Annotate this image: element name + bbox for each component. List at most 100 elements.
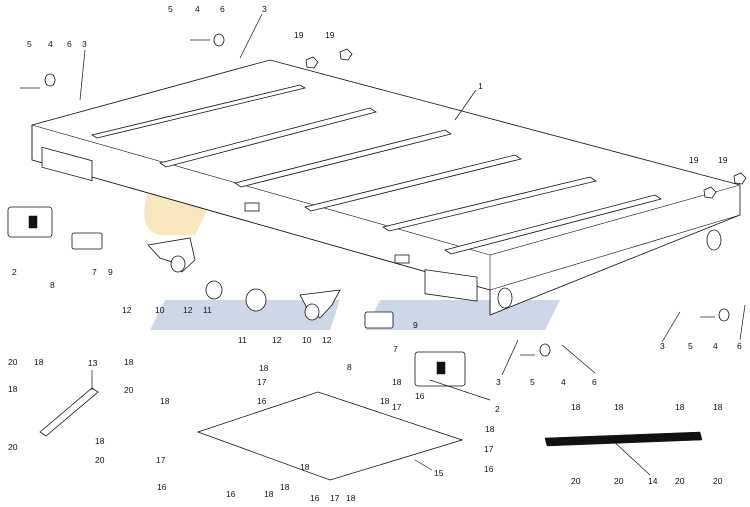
callout-6-top: 6: [220, 4, 225, 14]
forklift-pocket-right: [424, 269, 478, 302]
callout-5-left: 5: [27, 39, 32, 49]
callout-9-left: 9: [108, 267, 113, 277]
callout-17-b: 17: [156, 455, 166, 465]
callout-17-e: 17: [330, 493, 340, 503]
callout-20-b: 20: [124, 385, 134, 395]
bracket-right-hole: [304, 303, 320, 321]
callout-18-d: 18: [95, 436, 105, 446]
callout-19-c: 19: [689, 155, 699, 165]
callout-19-d: 19: [718, 155, 728, 165]
callout-19-a: 19: [294, 30, 304, 40]
corner-lug-right: [706, 229, 722, 251]
callout-18-m: 18: [675, 402, 685, 412]
pad-left: [71, 232, 103, 250]
callout-20-h: 20: [713, 476, 723, 486]
callout-7-left: 7: [92, 267, 97, 277]
callout-16-d: 16: [226, 489, 236, 499]
callout-18-g: 18: [160, 396, 170, 406]
callout-7-right: 7: [393, 344, 398, 354]
pad-right: [364, 311, 394, 329]
cover-plate: [196, 391, 464, 481]
callout-10-left: 10: [155, 305, 165, 315]
callout-20-e: 20: [571, 476, 581, 486]
callout-16-c: 16: [157, 482, 167, 492]
callout-3-left: 3: [82, 39, 87, 49]
callout-3-top: 3: [262, 4, 267, 14]
callout-1: 1: [478, 81, 483, 91]
callout-2-left: 2: [12, 267, 17, 277]
callout-11-right: 11: [238, 335, 247, 345]
callout-18-b: 18: [124, 357, 134, 367]
callout-18-j: 18: [346, 493, 356, 503]
deck-rails: [90, 84, 662, 255]
callout-18-p: 18: [280, 482, 290, 492]
callout-16-a: 16: [257, 396, 267, 406]
callout-18-l: 18: [614, 402, 624, 412]
callout-labels: 1 2 2 3 3 3 3 4 4 4 4 5 5 5 5 6 6 6 6 7 …: [8, 4, 742, 503]
platform-frame: [31, 59, 741, 316]
callout-12-a: 12: [122, 305, 132, 315]
callout-16-b: 16: [415, 391, 425, 401]
callout-20-d: 20: [95, 455, 105, 465]
callout-12-c: 12: [272, 335, 282, 345]
callout-18-o: 18: [380, 396, 390, 406]
callout-17-c: 17: [392, 402, 402, 412]
side-bracket: [244, 202, 260, 212]
callout-20-g: 20: [675, 476, 685, 486]
callout-4-left: 4: [48, 39, 53, 49]
callout-13: 13: [88, 358, 98, 368]
callout-20-f: 20: [614, 476, 624, 486]
bushing-large: [245, 288, 267, 312]
callout-9-right: 9: [413, 320, 418, 330]
callout-17-a: 17: [257, 377, 267, 387]
callout-6-bottom: 6: [592, 377, 597, 387]
nut-top-left: [339, 48, 353, 61]
callout-18-e: 18: [259, 363, 269, 373]
callout-20-a: 20: [8, 357, 18, 367]
leader-lines: [79, 13, 746, 476]
bushing-small: [205, 280, 223, 300]
callout-16-f: 16: [484, 464, 494, 474]
callout-5-bottom: 5: [530, 377, 535, 387]
callout-19-b: 19: [325, 30, 335, 40]
callout-18-q: 18: [300, 462, 310, 472]
callout-12-b: 12: [183, 305, 193, 315]
callout-17-d: 17: [484, 444, 494, 454]
callout-10-right: 10: [302, 335, 312, 345]
callout-20-c: 20: [8, 442, 18, 452]
forklift-pocket-left: [41, 146, 93, 182]
mount-rail-bottom: [544, 431, 703, 447]
callout-18-f: 18: [392, 377, 402, 387]
callout-5-right: 5: [688, 341, 693, 351]
nut-right-1: [703, 186, 717, 199]
shackle-top: [213, 33, 225, 47]
corner-lug-bottom: [497, 287, 513, 309]
shackle-right: [718, 308, 730, 322]
callout-14: 14: [648, 476, 658, 486]
callout-8-left: 8: [50, 280, 55, 290]
front-bracket: [394, 254, 410, 264]
callout-4-right: 4: [713, 341, 718, 351]
callout-5-top: 5: [168, 4, 173, 14]
callout-2-right: 2: [495, 404, 500, 414]
mount-rail-left: [39, 387, 99, 437]
callout-18-h: 18: [485, 424, 495, 434]
shackle-bottom: [539, 343, 551, 357]
callout-15: 15: [434, 468, 444, 478]
callout-8-right: 8: [347, 362, 352, 372]
callout-6-left: 6: [67, 39, 72, 49]
light-lens-left: [28, 215, 38, 229]
nut-right-2: [733, 172, 747, 185]
light-lens-right: [436, 361, 446, 375]
bracket-left-hole: [170, 255, 186, 273]
callout-11-left: 11: [203, 305, 212, 315]
callout-18-n: 18: [713, 402, 723, 412]
callout-18-a: 18: [34, 357, 44, 367]
callout-18-k: 18: [571, 402, 581, 412]
shackle-left: [44, 73, 56, 87]
callout-18-c: 18: [8, 384, 18, 394]
callout-3-right: 3: [660, 341, 665, 351]
callout-12-d: 12: [322, 335, 332, 345]
callout-4-bottom: 4: [561, 377, 566, 387]
